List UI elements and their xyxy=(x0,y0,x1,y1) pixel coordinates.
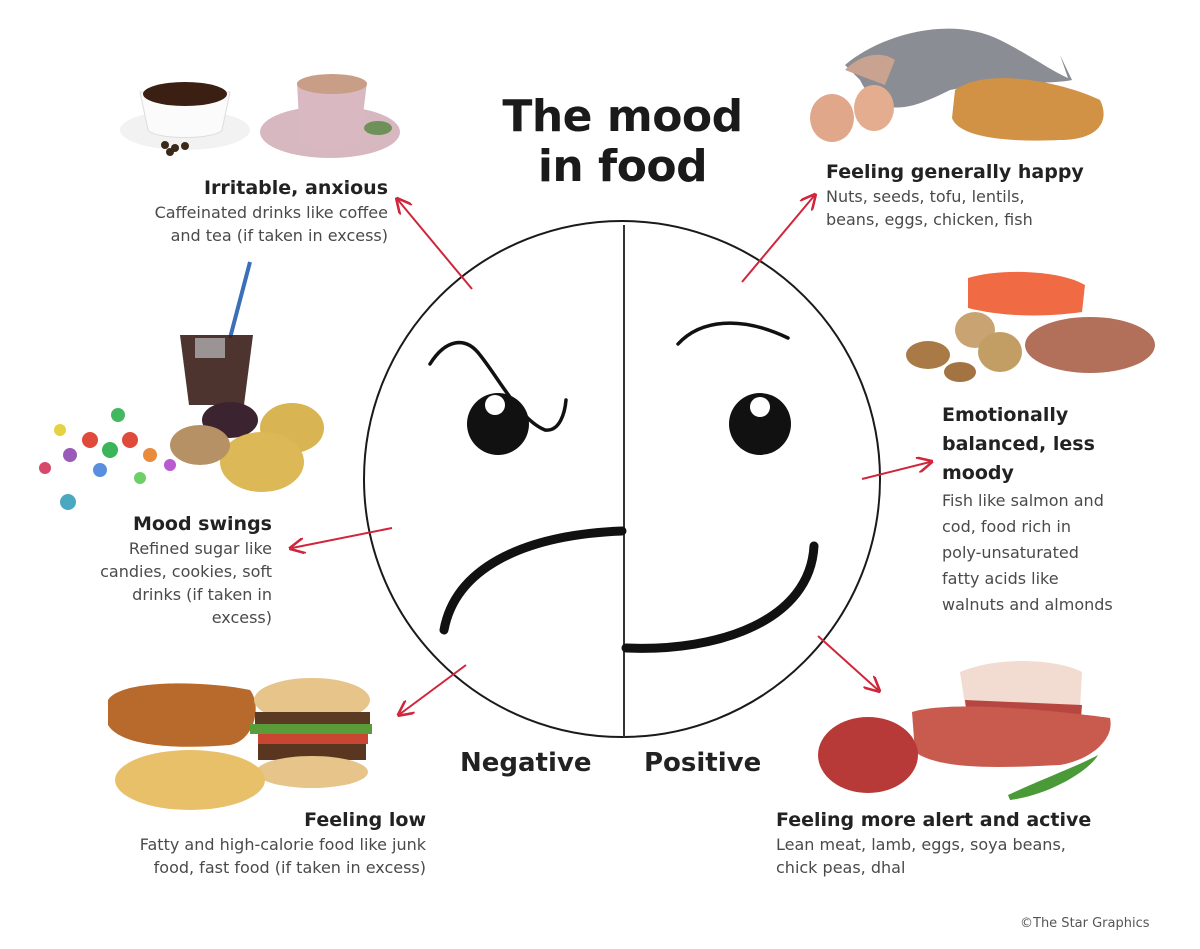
item-description-line: cod, food rich in xyxy=(942,517,1071,536)
happy-eyebrow-icon xyxy=(676,321,790,346)
negative-eye-icon xyxy=(467,393,529,455)
arrow-alert xyxy=(817,635,878,690)
item-description-line: Refined sugar like xyxy=(128,539,272,558)
item-description-line: excess) xyxy=(211,608,272,627)
lean-meat-peas-image xyxy=(818,661,1111,800)
item-description-line: Fatty and high-calorie food like junk xyxy=(139,835,426,854)
item-heading-line: Emotionally xyxy=(942,404,1069,426)
salmon-walnuts-almonds-image xyxy=(906,271,1155,382)
item-description-line: and tea (if taken in excess) xyxy=(170,226,388,245)
item-alert-active: Feeling more alert and active Lean meat,… xyxy=(776,808,1156,879)
arrow-irritable xyxy=(398,200,473,290)
item-description-line: chick peas, dhal xyxy=(776,858,906,877)
positive-label: Positive xyxy=(644,748,762,778)
negative-label: Negative xyxy=(460,748,592,778)
item-description-line: Fish like salmon and xyxy=(942,491,1104,510)
arrow-balanced xyxy=(861,462,930,480)
item-description-line: beans, eggs, chicken, fish xyxy=(826,210,1033,229)
item-heading-line: moody xyxy=(942,462,1014,484)
fried-chicken-burger-fries-image xyxy=(108,678,372,810)
item-heading-line: balanced, less xyxy=(942,433,1095,455)
item-heading: Feeling low xyxy=(304,809,426,831)
title-line-1: The mood xyxy=(502,91,743,142)
arrow-feeling-low xyxy=(400,664,467,714)
smile-mouth-icon xyxy=(621,541,819,653)
arrow-happy xyxy=(741,196,814,283)
page-title: The mood in food xyxy=(480,92,765,192)
credit: ©The Star Graphics xyxy=(1020,916,1150,931)
item-heading: Irritable, anxious xyxy=(203,177,388,199)
face-outline xyxy=(363,220,881,738)
item-feeling-low: Feeling low Fatty and high-calorie food … xyxy=(50,808,426,879)
fish-eggs-chicken-image xyxy=(810,28,1104,142)
item-emotionally-balanced: Emotionally balanced, less moody Fish li… xyxy=(942,401,1172,618)
angry-eyebrow-icon xyxy=(428,340,568,432)
item-description-line: fatty acids like xyxy=(942,569,1059,588)
item-mood-swings: Mood swings Refined sugar like candies, … xyxy=(40,512,272,629)
item-heading: Feeling more alert and active xyxy=(776,809,1092,831)
arrow-mood-swings xyxy=(292,527,393,548)
item-description-line: poly-unsaturated xyxy=(942,543,1079,562)
item-description-line: drinks (if taken in xyxy=(132,585,272,604)
item-heading: Feeling generally happy xyxy=(826,161,1084,183)
item-irritable-anxious: Irritable, anxious Caffeinated drinks li… xyxy=(70,176,388,247)
item-description-line: candies, cookies, soft xyxy=(100,562,272,581)
item-description-line: food, fast food (if taken in excess) xyxy=(153,858,426,877)
item-description-line: Nuts, seeds, tofu, lentils, xyxy=(826,187,1025,206)
item-description-line: Lean meat, lamb, eggs, soya beans, xyxy=(776,835,1066,854)
coffee-and-tea-image xyxy=(120,74,400,158)
frown-mouth-icon xyxy=(439,526,627,635)
item-heading: Mood swings xyxy=(132,513,272,535)
item-description-line: walnuts and almonds xyxy=(942,595,1113,614)
item-generally-happy: Feeling generally happy Nuts, seeds, tof… xyxy=(826,160,1156,231)
positive-eye-icon xyxy=(729,393,791,455)
item-description-line: Caffeinated drinks like coffee xyxy=(154,203,388,222)
candies-cookies-soda-image xyxy=(39,261,324,510)
title-line-2: in food xyxy=(537,141,708,192)
arrows xyxy=(292,196,930,714)
